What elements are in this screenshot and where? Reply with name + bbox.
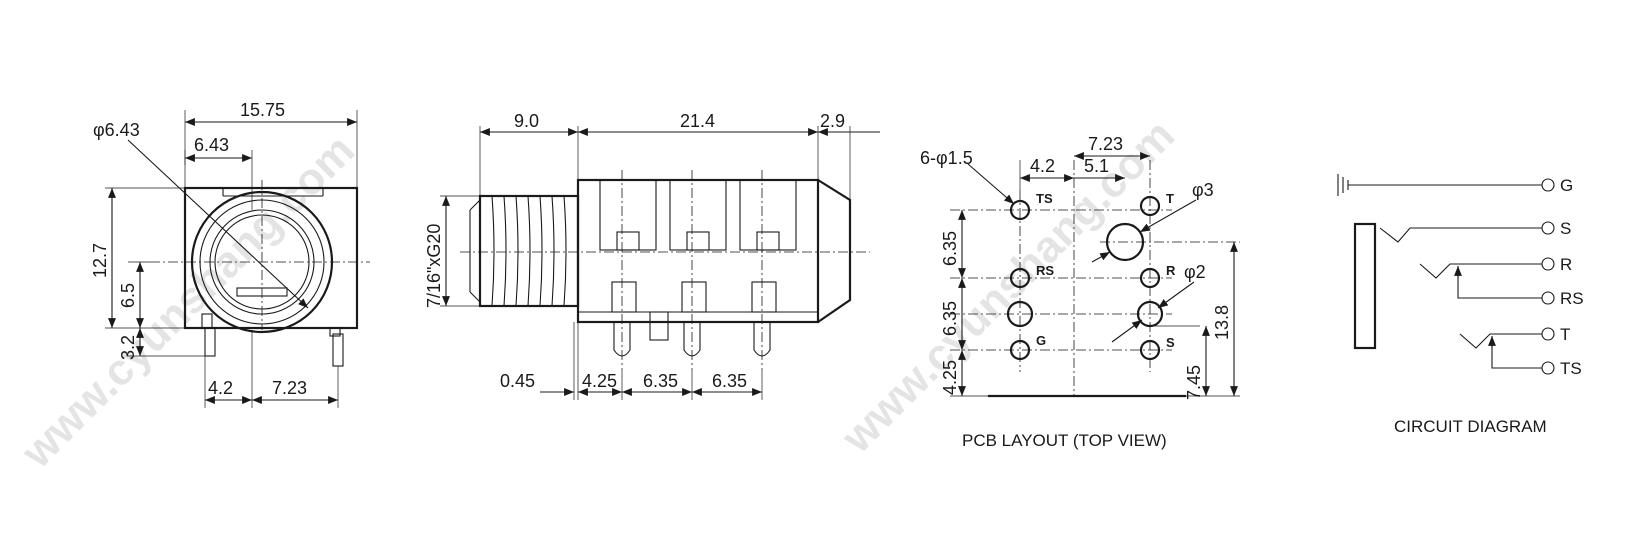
circuit-label-s: S — [1560, 219, 1571, 238]
front-dim-pin-left: 4.2 — [208, 378, 233, 398]
pcb-dim-v2: 6.35 — [940, 301, 960, 336]
side-thread-spec: 7/16"xG20 — [424, 224, 444, 308]
front-pin-right — [332, 333, 344, 367]
sleeve-bar — [1353, 222, 1377, 350]
pcb-label-r: R — [1166, 263, 1176, 278]
pcb-dim-v1: 6.35 — [940, 231, 960, 266]
pcb-dim-phi3: φ3 — [1192, 180, 1214, 200]
front-view: 15.75 φ6.43 6.43 12.7 6.5 3.2 4.2 7.23 — [90, 100, 370, 408]
side-nose — [817, 179, 852, 323]
pcb-layout: 7.23 6-φ1.5 4.2 5.1 φ3 φ2 6.35 6.35 4.25… — [920, 134, 1240, 450]
pcb-dim-phi2: φ2 — [1184, 262, 1206, 282]
side-dim-thread-len: 9.0 — [514, 111, 539, 131]
pcb-dim-5-1: 5.1 — [1084, 156, 1109, 176]
pcb-label-s: S — [1166, 335, 1175, 350]
side-dim-pitch-2: 6.35 — [643, 371, 678, 391]
side-dim-pitch-1: 4.25 — [582, 371, 617, 391]
terminal-r — [1541, 257, 1555, 271]
pcb-dim-7-23: 7.23 — [1088, 134, 1123, 154]
pcb-label-rs: RS — [1036, 263, 1054, 278]
side-dim-pitch-3: 6.35 — [712, 371, 747, 391]
thread-ridges — [491, 195, 567, 307]
terminal-rs — [1541, 291, 1555, 305]
front-pin-left — [204, 327, 216, 357]
front-dim-hole-dia: φ6.43 — [93, 120, 140, 140]
pcb-label-g: G — [1036, 333, 1046, 348]
side-view: 9.0 21.4 2.9 7/16"xG20 0.45 4.25 6.35 6.… — [424, 111, 880, 400]
pcb-label-t: T — [1166, 191, 1174, 206]
contact-s — [1379, 227, 1542, 243]
circuit-label-rs: RS — [1560, 289, 1584, 308]
contact-rs — [1457, 266, 1542, 299]
front-dim-pin-length: 3.2 — [118, 335, 138, 360]
side-body — [576, 178, 820, 324]
contact-t — [1459, 333, 1542, 349]
side-dim-nose-len: 2.9 — [820, 111, 845, 131]
pcb-dim-4-2: 4.2 — [1030, 156, 1055, 176]
contact-r — [1419, 263, 1542, 279]
circuit-label-r: R — [1560, 255, 1572, 274]
watermark-2: www.cyunshang.com — [832, 110, 1184, 462]
watermark-1: www.cyunshang.com — [12, 125, 364, 477]
circuit-caption: CIRCUIT DIAGRAM — [1394, 417, 1547, 436]
front-dim-height: 12.7 — [90, 243, 110, 278]
side-dim-body-len: 21.4 — [680, 111, 715, 131]
pcb-label-ts: TS — [1036, 191, 1053, 206]
circuit-label-ts: TS — [1560, 359, 1582, 378]
front-dim-hole-offset: 6.43 — [194, 135, 229, 155]
side-dim-offset: 0.45 — [500, 371, 535, 391]
terminal-ts — [1541, 361, 1555, 375]
terminal-g — [1541, 178, 1555, 192]
terminal-s — [1541, 221, 1555, 235]
front-dim-pin-right: 7.23 — [272, 378, 307, 398]
pcb-dim-v3: 4.25 — [940, 360, 960, 395]
front-dim-center-height: 6.5 — [118, 283, 138, 308]
circuit-label-g: G — [1560, 176, 1573, 195]
front-dim-width: 15.75 — [240, 100, 285, 120]
watermarks: www.cyunshang.com www.cyunshang.com — [12, 110, 1184, 477]
pcb-dim-holes: 6-φ1.5 — [920, 148, 973, 168]
pcb-dim-7-45: 7.45 — [1184, 365, 1204, 400]
pcb-caption: PCB LAYOUT (TOP VIEW) — [962, 431, 1167, 450]
contact-ts — [1491, 336, 1542, 369]
circuit-label-t: T — [1560, 325, 1570, 344]
circuit-diagram: G S R RS T TS CIRCUIT DIAGRAM — [1337, 174, 1584, 436]
terminal-t — [1541, 327, 1555, 341]
pcb-dim-13-8: 13.8 — [1212, 305, 1232, 340]
front-body — [183, 186, 359, 330]
